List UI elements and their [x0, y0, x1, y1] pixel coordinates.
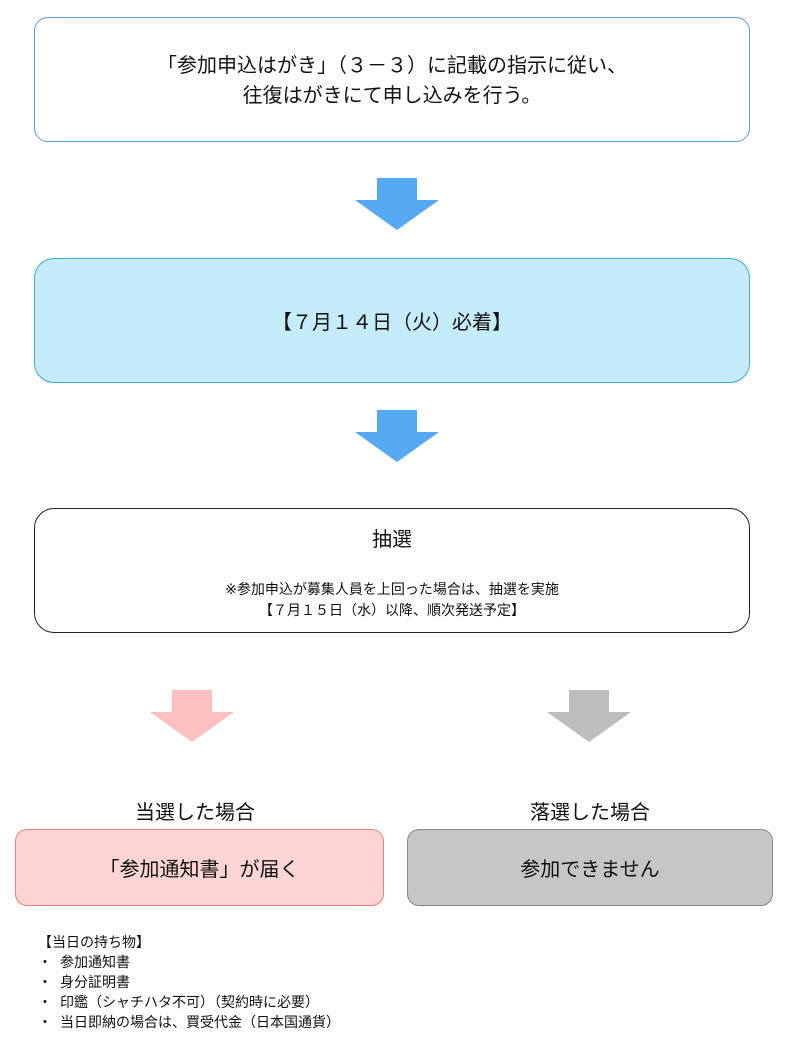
list-item: ・印鑑（シャチハタ不可）（契約時に必要） — [38, 993, 340, 1013]
lottery-title: 抽選 — [372, 527, 412, 551]
application-step-line2: 往復はがきにて申し込みを行う。 — [242, 82, 542, 107]
list-item-text: 当日即納の場合は、買受代金（日本国通貨） — [60, 1015, 340, 1031]
application-step-box: 「参加申込はがき」（３－３）に記載の指示に従い、 往復はがきにて申し込みを行う。 — [34, 17, 750, 142]
down-arrow-icon-2 — [355, 410, 439, 462]
win-label: 当選した場合 — [135, 800, 255, 824]
bullet: ・ — [38, 1015, 52, 1031]
lose-result-text: 参加できません — [520, 857, 660, 881]
lottery-box: 抽選 ※参加申込が募集人員を上回った場合は、抽選を実施 【７月１５日（水）以降、… — [34, 508, 750, 633]
belongings-heading: 【当日の持ち物】 — [38, 935, 150, 951]
lose-result-box: 参加できません — [407, 829, 773, 906]
down-arrow-pink-icon — [150, 690, 234, 742]
list-item-text: 印鑑（シャチハタ不可）（契約時に必要） — [60, 995, 319, 1011]
list-item-text: 参加通知書 — [60, 955, 130, 971]
win-result-box: 「参加通知書」が届く — [15, 829, 384, 906]
deadline-text: 【７月１４日（火）必着】 — [272, 310, 512, 334]
list-item: ・身分証明書 — [38, 973, 340, 993]
list-item: ・当日即納の場合は、買受代金（日本国通貨） — [38, 1013, 340, 1033]
list-item: ・参加通知書 — [38, 953, 340, 973]
list-item-text: 身分証明書 — [60, 975, 130, 991]
lottery-note-line1: ※参加申込が募集人員を上回った場合は、抽選を実施 — [225, 582, 559, 598]
deadline-box: 【７月１４日（火）必着】 — [34, 258, 750, 383]
bullet: ・ — [38, 975, 52, 991]
down-arrow-gray-icon — [547, 690, 631, 742]
belongings-list: 【当日の持ち物】 ・参加通知書 ・身分証明書 ・印鑑（シャチハタ不可）（契約時に… — [38, 933, 340, 1033]
bullet: ・ — [38, 955, 52, 971]
lose-label: 落選した場合 — [530, 800, 650, 824]
bullet: ・ — [38, 995, 52, 1011]
application-step-line1: 「参加申込はがき」（３－３）に記載の指示に従い、 — [157, 52, 627, 77]
lottery-note-line2: 【７月１５日（水）以降、順次発送予定】 — [258, 603, 525, 619]
win-result-text: 「参加通知書」が届く — [99, 857, 300, 881]
down-arrow-icon-1 — [355, 178, 439, 230]
